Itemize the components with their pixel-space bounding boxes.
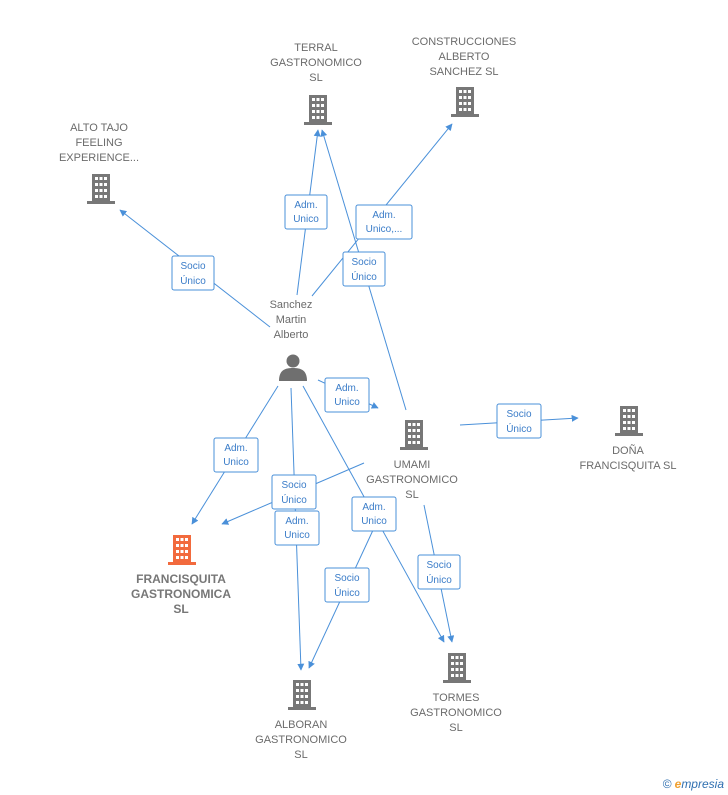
svg-text:ALTO TAJO: ALTO TAJO	[70, 122, 128, 134]
svg-text:Adm.: Adm.	[285, 516, 308, 527]
svg-text:ALBORAN: ALBORAN	[275, 719, 328, 731]
svg-text:Adm.: Adm.	[224, 443, 247, 454]
node-terral[interactable]: TERRAL GASTRONOMICO SL	[270, 42, 362, 125]
svg-text:FRANCISQUITA: FRANCISQUITA	[136, 572, 226, 586]
node-francisquita[interactable]: FRANCISQUITA GASTRONOMICA SL	[131, 535, 231, 616]
svg-text:SANCHEZ SL: SANCHEZ SL	[429, 66, 498, 78]
building-icon	[400, 420, 428, 450]
edge-label-sanchez-terral[interactable]: Adm. Unico	[284, 194, 328, 230]
svg-text:Socio: Socio	[281, 480, 306, 491]
svg-text:FEELING: FEELING	[75, 137, 122, 149]
svg-text:Unico: Unico	[223, 457, 249, 468]
building-icon	[451, 87, 479, 117]
svg-text:Unico,...: Unico,...	[366, 224, 403, 235]
node-alboran[interactable]: ALBORAN GASTRONOMICO SL	[255, 680, 347, 761]
edge-label-sanchez-tormes[interactable]: Adm. Unico	[351, 496, 397, 532]
svg-text:GASTRONOMICO: GASTRONOMICO	[255, 734, 347, 746]
svg-text:Adm.: Adm.	[372, 210, 395, 221]
svg-text:Unico: Unico	[293, 214, 319, 225]
building-icon	[168, 535, 196, 565]
building-icon	[288, 680, 316, 710]
svg-text:Adm.: Adm.	[362, 502, 385, 513]
svg-text:SL: SL	[405, 489, 418, 501]
node-construcciones[interactable]: CONSTRUCCIONES ALBERTO SANCHEZ SL	[412, 36, 517, 117]
svg-text:GASTRONOMICO: GASTRONOMICO	[410, 707, 502, 719]
svg-text:FRANCISQUITA SL: FRANCISQUITA SL	[580, 460, 677, 472]
svg-text:TERRAL: TERRAL	[294, 42, 337, 54]
node-tormes[interactable]: TORMES GASTRONOMICO SL	[410, 653, 502, 734]
edge-label-umami-terral[interactable]: Socio Único	[342, 251, 386, 287]
svg-text:TORMES: TORMES	[433, 692, 480, 704]
edge-label-umami-dona[interactable]: Socio Único	[496, 403, 542, 439]
building-icon	[87, 174, 115, 204]
svg-text:CONSTRUCCIONES: CONSTRUCCIONES	[412, 36, 517, 48]
svg-text:GASTRONOMICA: GASTRONOMICA	[131, 587, 231, 601]
svg-text:Socio: Socio	[506, 409, 531, 420]
svg-text:ALBERTO: ALBERTO	[439, 51, 490, 63]
svg-text:GASTRONOMICO: GASTRONOMICO	[366, 474, 458, 486]
svg-text:Único: Único	[334, 586, 360, 599]
svg-text:DOÑA: DOÑA	[612, 444, 644, 457]
edge-label-sanchez-alboran[interactable]: Adm. Unico	[274, 510, 320, 546]
svg-text:Socio: Socio	[426, 560, 451, 571]
svg-text:Alberto: Alberto	[274, 329, 309, 341]
svg-text:Adm.: Adm.	[294, 200, 317, 211]
svg-text:Único: Único	[281, 493, 307, 506]
copyright-symbol: ©	[662, 777, 672, 791]
svg-text:Unico: Unico	[361, 516, 387, 527]
edge-label-umami-tormes[interactable]: Socio Único	[417, 554, 461, 590]
svg-text:SL: SL	[294, 749, 307, 761]
person-icon	[279, 354, 307, 381]
node-sanchez[interactable]: Sanchez Martin Alberto	[270, 299, 313, 381]
svg-text:GASTRONOMICO: GASTRONOMICO	[270, 57, 362, 69]
svg-text:Unico: Unico	[284, 530, 310, 541]
svg-text:Martin: Martin	[276, 314, 307, 326]
svg-text:Sanchez: Sanchez	[270, 299, 313, 311]
svg-text:Único: Único	[426, 573, 452, 586]
svg-text:Único: Único	[351, 270, 377, 283]
edge-label-umami-alboran[interactable]: Socio Único	[324, 567, 370, 603]
svg-text:Único: Único	[506, 422, 532, 435]
svg-text:Socio: Socio	[180, 261, 205, 272]
building-icon	[443, 653, 471, 683]
svg-text:Socio: Socio	[351, 257, 376, 268]
building-icon	[304, 95, 332, 125]
svg-text:Unico: Unico	[334, 397, 360, 408]
node-umami[interactable]: UMAMI GASTRONOMICO SL	[366, 420, 458, 501]
edge-label-sanchez-alto-tajo[interactable]: Socio Único	[171, 255, 215, 291]
svg-text:SL: SL	[309, 72, 322, 84]
empresia-logo-text: mpresia	[681, 777, 724, 791]
svg-text:Socio: Socio	[334, 573, 359, 584]
edge-label-umami-francisquita[interactable]: Socio Único	[271, 474, 317, 510]
svg-text:Adm.: Adm.	[335, 383, 358, 394]
node-alto-tajo[interactable]: ALTO TAJO FEELING EXPERIENCE...	[59, 122, 139, 204]
svg-text:Único: Único	[180, 274, 206, 287]
svg-text:EXPERIENCE...: EXPERIENCE...	[59, 152, 139, 164]
edge-label-sanchez-umami[interactable]: Adm. Unico	[324, 377, 370, 413]
empresia-logo-initial: e	[674, 777, 682, 791]
svg-text:SL: SL	[449, 722, 462, 734]
svg-text:UMAMI: UMAMI	[394, 459, 431, 471]
edge-label-sanchez-francisquita[interactable]: Adm. Unico	[213, 437, 259, 473]
building-icon	[615, 406, 643, 436]
svg-text:SL: SL	[173, 602, 188, 616]
empresia-watermark: ©empresia	[663, 777, 724, 791]
edge-label-sanchez-construcciones[interactable]: Adm. Unico,...	[355, 204, 413, 240]
node-dona[interactable]: DOÑA FRANCISQUITA SL	[580, 406, 677, 472]
